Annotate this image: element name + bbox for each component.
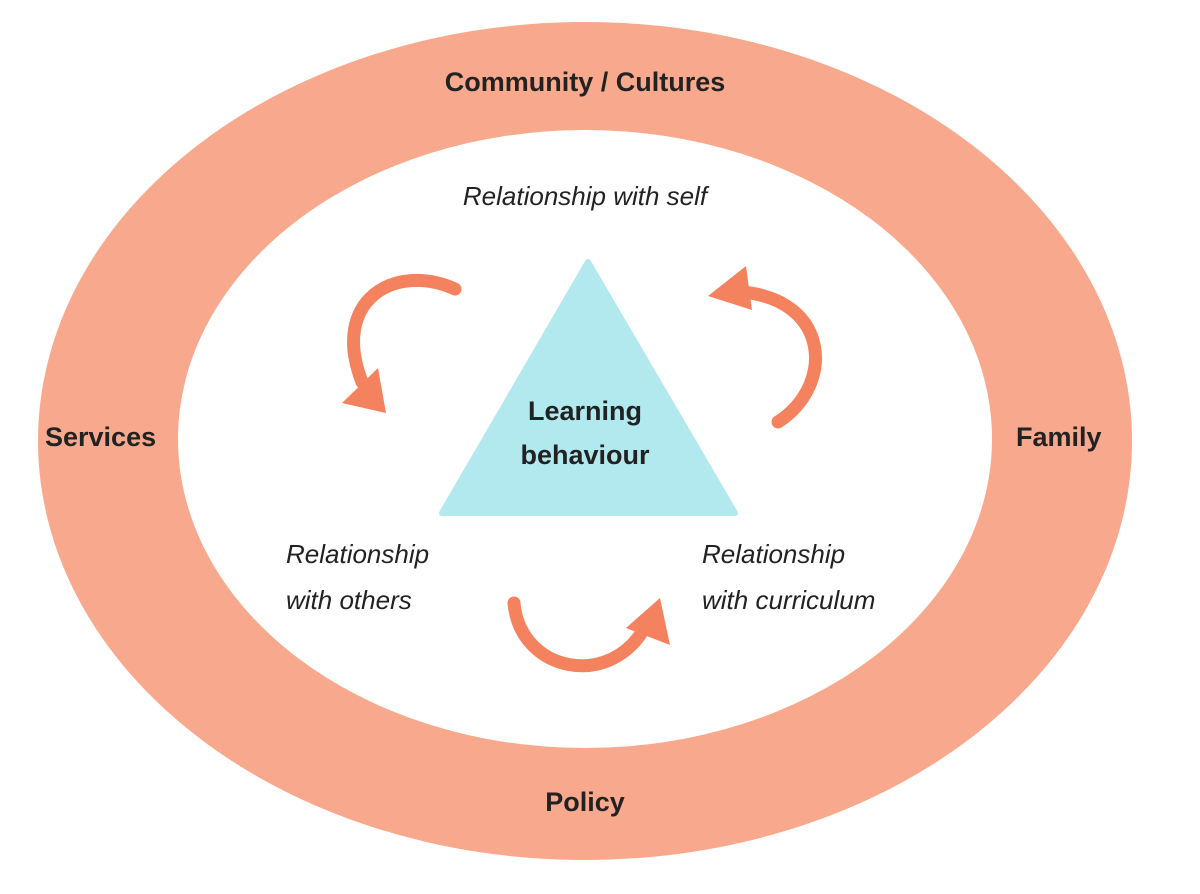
learning-behaviour-line1: Learning — [527, 396, 642, 426]
relationship-others-line2: with others — [286, 585, 412, 615]
relationship-curriculum-line2: with curriculum — [702, 585, 876, 615]
arrow-others-to-curriculum — [507, 596, 670, 673]
learning-behaviour-line2: behaviour — [520, 440, 650, 470]
ring-label-services: Services — [45, 422, 157, 452]
ring-label-community-cultures: Community / Cultures — [444, 67, 726, 97]
ring-label-family: Family — [1016, 422, 1102, 452]
relationship-others-line1: Relationship — [286, 539, 430, 569]
relationship-self-label: Relationship with self — [462, 181, 708, 211]
relationship-curriculum-label: Relationship with curriculum — [702, 531, 875, 623]
arrow-curriculum-to-self — [708, 266, 822, 429]
relationship-others-label: Relationship with others — [286, 531, 429, 623]
arrow-self-to-others — [342, 274, 462, 413]
relationship-curriculum-line1: Relationship — [702, 539, 846, 569]
learning-behaviour-label: Learning behaviour — [520, 389, 649, 477]
learning-behaviour-triangle — [439, 259, 738, 516]
ring-label-policy: Policy — [545, 787, 625, 817]
